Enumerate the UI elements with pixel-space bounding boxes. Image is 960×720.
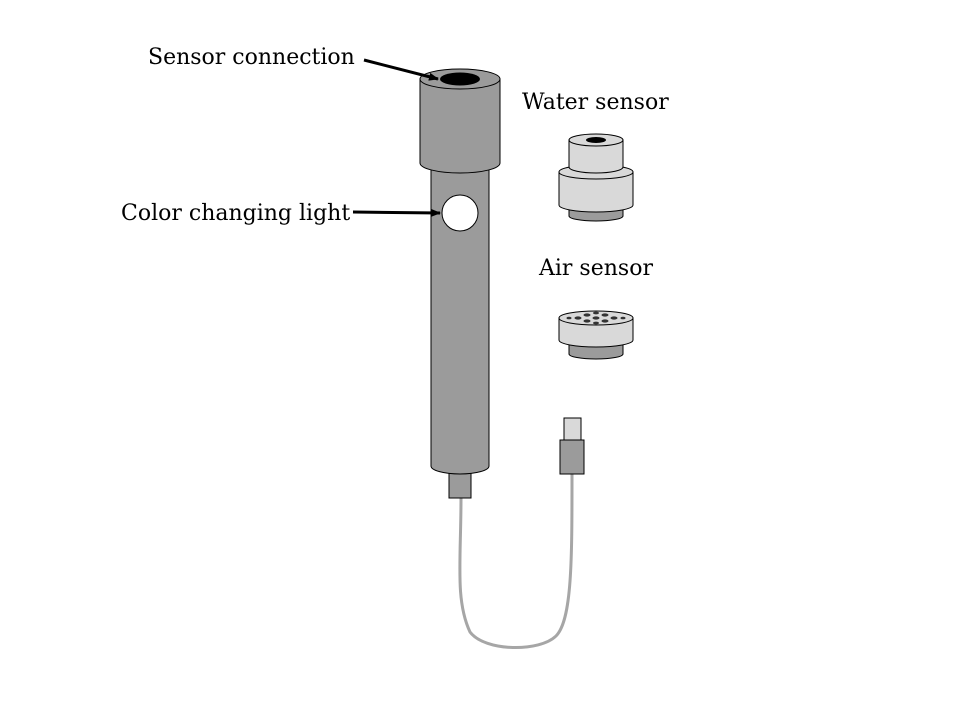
usb-plug-body [559,439,585,475]
usb-plug [559,417,585,475]
air-sensor [558,310,634,360]
usb-plug-tip [563,417,582,441]
usb-cable [458,473,574,650]
water-sensor [558,133,634,222]
water-sensor-collar [558,171,634,213]
water-sensor-label: Water sensor [522,90,669,115]
sensor-device [419,68,501,499]
color-changing-light [441,194,479,232]
sensor-connection-label: Sensor connection [148,45,355,70]
sensor-connection-port [440,72,480,86]
air-sensor-label: Air sensor [539,256,653,281]
water-sensor-hole [586,137,606,143]
color-light-arrow [352,208,441,217]
device-connector [448,471,472,499]
device-head [419,78,501,174]
water-sensor-top [568,139,624,174]
device-handle [430,164,490,475]
air-sensor-body [558,317,634,348]
air-sensor-vents [566,311,626,325]
color-changing-light-label: Color changing light [121,201,351,226]
sensor-connection-arrow [363,58,439,81]
